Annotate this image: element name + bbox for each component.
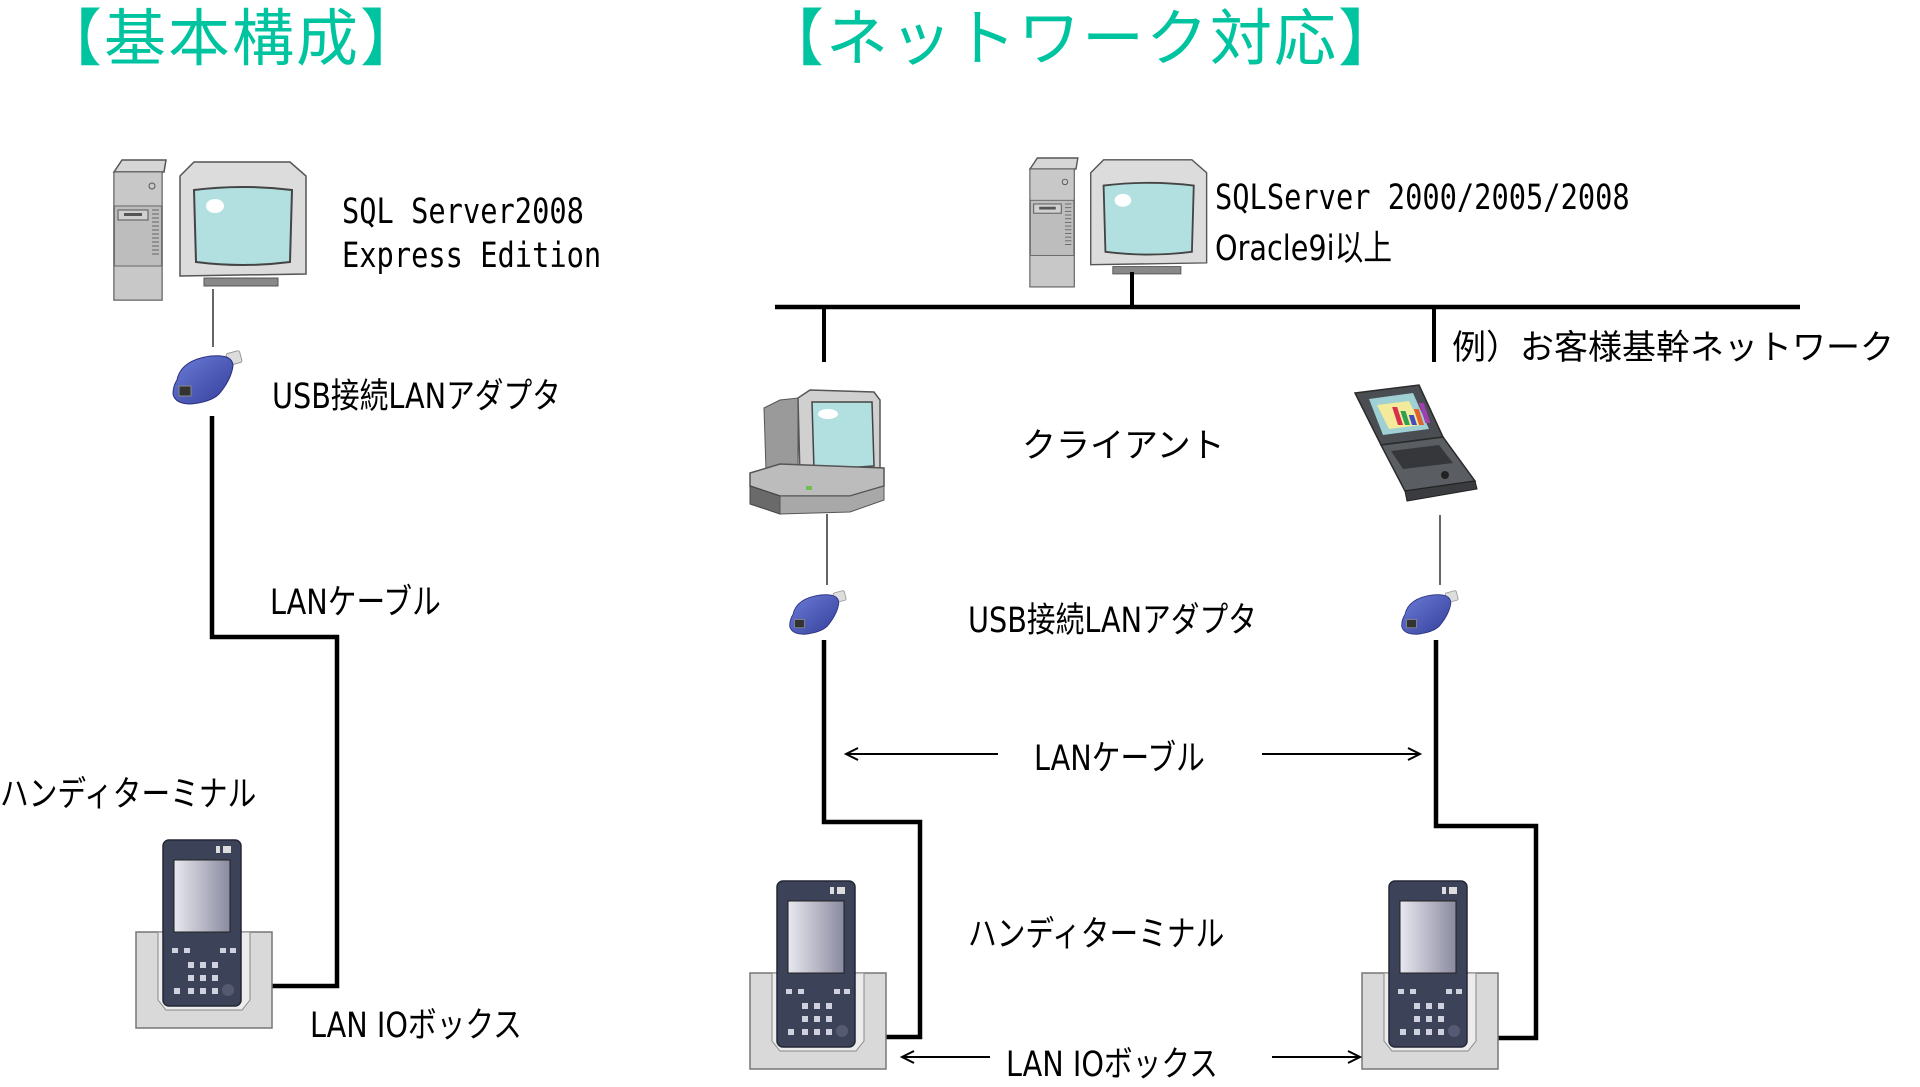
network-usb-adapter-left	[789, 589, 847, 635]
basic-handy-terminal	[135, 839, 273, 1029]
network-lan-cable-right	[1433, 640, 1539, 1041]
lan-cable-arrow-left	[843, 747, 998, 761]
basic-server	[113, 159, 307, 301]
network-usb-adapter-right	[1401, 589, 1459, 635]
lan-cable-arrow-right	[1262, 747, 1423, 761]
io-box-arrow-right	[1272, 1050, 1363, 1064]
basic-server-label-line1: SQL Server2008	[342, 192, 584, 232]
laptop-icon	[1353, 384, 1478, 502]
basic-handy-terminal-label: ハンディターミナル	[0, 775, 257, 815]
network-lan-cable-left	[821, 640, 923, 1040]
io-box-arrow-left	[899, 1050, 990, 1064]
basic-lan-io-box-label: LAN IOボックス	[310, 1006, 522, 1046]
network-handy-terminal-label: ハンディターミナル	[968, 915, 1225, 955]
network-config-title: 【ネットワーク対応】	[762, 2, 1403, 75]
network-lan-io-box-label: LAN IOボックス	[1006, 1045, 1218, 1085]
basic-lan-cable-label: LANケーブル	[270, 583, 441, 623]
network-handy-terminal-left	[749, 880, 887, 1070]
network-server-label-line2: Oracle9i以上	[1215, 229, 1393, 269]
network-lan-cable-label: LANケーブル	[1034, 739, 1205, 779]
basic-server-label-line2: Express Edition	[342, 236, 602, 276]
client-label: クライアント	[1022, 426, 1225, 466]
network-server	[1029, 157, 1208, 288]
basic-usb-adapter	[172, 349, 243, 405]
network-server-label-line1: SQLServer 2000/2005/2008	[1215, 178, 1630, 218]
client-desktop-icon	[749, 389, 885, 515]
backbone-network-label: 例）お客様基幹ネットワーク	[1452, 328, 1894, 368]
network-handy-terminal-right	[1361, 880, 1499, 1070]
basic-usb-adapter-label: USB接続LANアダプタ	[272, 377, 561, 417]
basic-config-title: 【基本構成】	[40, 2, 425, 75]
basic-lan-cable	[209, 416, 340, 989]
network-usb-adapter-label: USB接続LANアダプタ	[968, 601, 1257, 641]
